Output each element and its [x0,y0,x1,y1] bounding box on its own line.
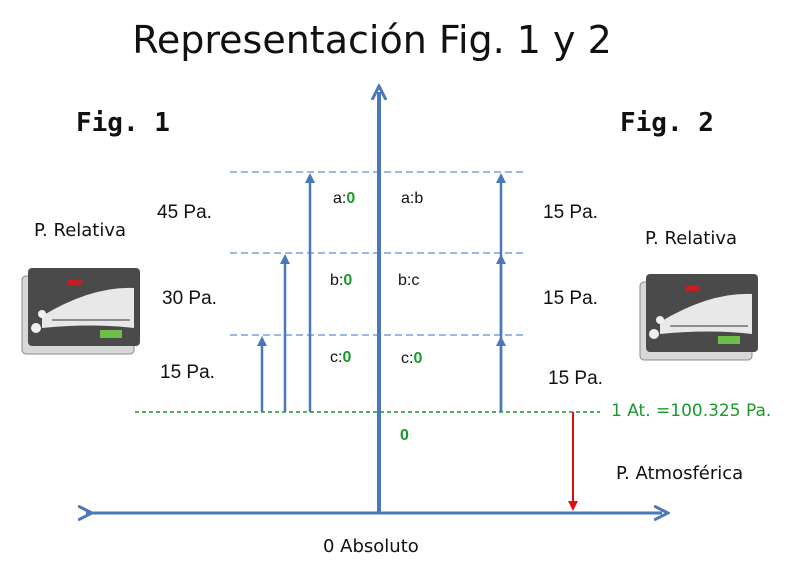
absolute-zero-label: 0 Absoluto [323,536,419,557]
fig2-label: Fig. 2 [620,108,714,138]
page-title: Representación Fig. 1 y 2 [132,18,612,62]
label-a: a:0 [333,190,356,207]
atmospheric-line-label: 1 At. =100.325 Pa. [611,401,772,421]
label-b: b:0 [330,272,353,289]
label-c-right: c:0 [401,350,423,367]
fig1-level-15: 15 Pa. [160,362,215,383]
baseline-zero: 0 [400,427,409,444]
fig2-gauge-caption: P. Relativa [645,228,738,249]
label-bc: b:c [398,272,420,289]
label-c: c:0 [330,349,352,366]
fig1-label: Fig. 1 [76,108,170,138]
fig2-level-top: 15 Pa. [543,202,598,223]
label-ab: a:b [401,190,424,207]
pressure-gauge-right-icon [639,274,758,361]
fig1-level-45: 45 Pa. [157,202,212,223]
atmospheric-pressure-label: P. Atmosférica [616,463,744,484]
pressure-gauge-left-icon [21,268,140,355]
fig1-level-30: 30 Pa. [162,288,217,309]
fig2-level-low: 15 Pa. [548,368,603,389]
fig2-level-mid: 15 Pa. [543,288,598,309]
fig1-gauge-caption: P. Relativa [34,220,127,241]
